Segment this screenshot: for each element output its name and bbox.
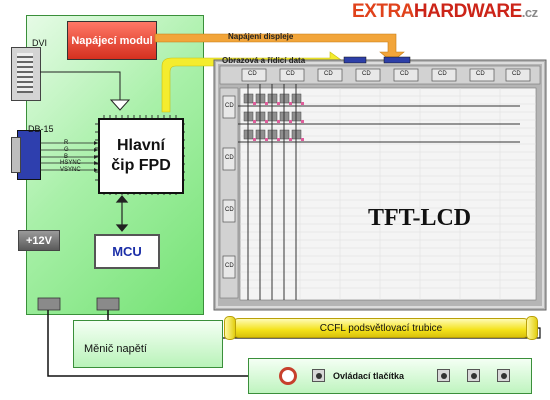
power-supply-label: Napájecí modul: [71, 34, 153, 47]
db15-label: DB-15: [28, 124, 54, 134]
brand-logo-part2: HARDWARE: [413, 1, 522, 22]
main-fpd-chip: Hlavní čip FPD: [98, 118, 184, 194]
data-lines: [247, 84, 297, 300]
left-driver-chip-4-label: CD: [225, 263, 234, 269]
ccfl-end-left: [224, 316, 236, 340]
left-driver-chip-3-label: CD: [225, 207, 234, 213]
signal-lines: [40, 142, 98, 171]
dvi-to-chip-line: [40, 71, 121, 100]
voltage-inverter-board: [73, 320, 223, 368]
control-button-3-dot: [470, 372, 477, 379]
top-driver-chip-1-label: CD: [248, 71, 257, 77]
dvi-to-chip-arrow: [109, 99, 131, 111]
left-driver-strip: [219, 87, 239, 299]
mcu-label: MCU: [112, 244, 142, 259]
control-button-4[interactable]: [497, 369, 510, 382]
top-driver-chip-2-label: CD: [286, 71, 295, 77]
control-button-2[interactable]: [437, 369, 450, 382]
top-driver-chip-4-label: CD: [362, 71, 371, 77]
dvi-connector-pins: [17, 53, 33, 93]
cable-board-to-buttons: [47, 310, 252, 377]
power-led-icon: [279, 367, 297, 385]
data-connector-blue: [343, 56, 367, 64]
data-arrow-label: Obrazová a řídicí data: [222, 56, 306, 65]
ccfl-label: CCFL podsvětlovací trubice: [319, 322, 443, 334]
db15-connector-shell: [11, 137, 21, 173]
top-driver-chip-7-label: CD: [476, 71, 485, 77]
top-driver-chip-6-label: CD: [438, 71, 447, 77]
brand-logo-part3: .cz: [521, 5, 538, 20]
dvi-label: DVI: [32, 38, 48, 48]
ccfl-tube: CCFL podsvětlovací trubice: [230, 318, 532, 338]
top-driver-chips: [241, 68, 531, 82]
signal-arrowheads: [94, 141, 98, 172]
board-connector-left: [37, 297, 61, 311]
lcd-panel-bezel: [216, 62, 544, 308]
top-driver-chip-3-label: CD: [324, 71, 333, 77]
left-driver-chip-2-label: CD: [225, 155, 234, 161]
control-button-4-dot: [500, 372, 507, 379]
tft-lcd-label: TFT-LCD: [368, 205, 472, 231]
chip-mcu-arrow: [115, 195, 129, 232]
control-buttons-label: Ovládací tlačítka: [333, 371, 405, 381]
top-driver-chip-8-label: CD: [512, 71, 521, 77]
power-connector-blue: [383, 56, 411, 64]
control-button-2-dot: [440, 372, 447, 379]
brand-logo: EXTRAHARDWARE.cz: [352, 1, 538, 23]
brand-logo-part1: EXTRA: [352, 1, 414, 22]
top-driver-chip-5-label: CD: [400, 71, 409, 77]
pixel-transistors: [253, 102, 304, 141]
control-button-1[interactable]: [312, 369, 325, 382]
mcu-block: MCU: [94, 234, 160, 269]
power-supply-module: Napájecí modul: [67, 21, 157, 60]
main-chip-label-line2: čip FPD: [111, 157, 171, 174]
lcd-active-area: [239, 87, 537, 301]
gate-lines: [238, 105, 520, 143]
power-12v-badge: +12V: [18, 230, 60, 251]
control-button-3[interactable]: [467, 369, 480, 382]
left-driver-chip-1-label: CD: [225, 103, 234, 109]
power-12v-label: +12V: [26, 234, 52, 247]
power-arrow-label: Napájení displeje: [228, 32, 294, 41]
left-driver-chips: [222, 95, 236, 279]
control-button-1-dot: [315, 372, 322, 379]
board-connector-right: [96, 297, 120, 311]
inverter-label: Měnič napětí: [84, 343, 147, 355]
main-chip-label-line1: Hlavní: [116, 137, 165, 154]
ccfl-end-right: [526, 316, 538, 340]
db15-connector: [17, 130, 41, 180]
